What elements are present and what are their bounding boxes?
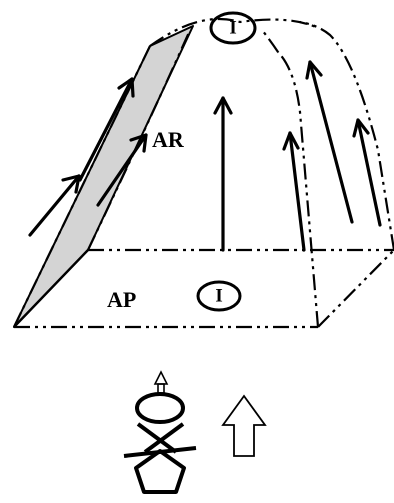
volume-outline — [13, 18, 394, 329]
bottom-marker: I — [196, 280, 242, 312]
top-marker: I — [209, 11, 257, 45]
top-marker-label: I — [229, 16, 236, 37]
arrow-right-2 — [305, 60, 354, 224]
arrow-left-3 — [96, 133, 148, 207]
arrow-left-1 — [28, 174, 81, 237]
arrow-left-2 — [78, 77, 135, 182]
label-ap: AP — [107, 287, 136, 312]
person-stick-figure-icon — [123, 370, 197, 494]
arrow-center — [213, 96, 233, 252]
arrow-right-1 — [282, 131, 306, 252]
label-ar: AR — [152, 127, 185, 152]
shaded-plane — [13, 25, 194, 328]
plane-edge — [13, 249, 89, 328]
direction-arrows — [28, 60, 382, 252]
bottom-marker-label: I — [215, 284, 222, 305]
arrow-right-3 — [352, 118, 382, 227]
hollow-up-arrow-icon — [221, 394, 267, 457]
